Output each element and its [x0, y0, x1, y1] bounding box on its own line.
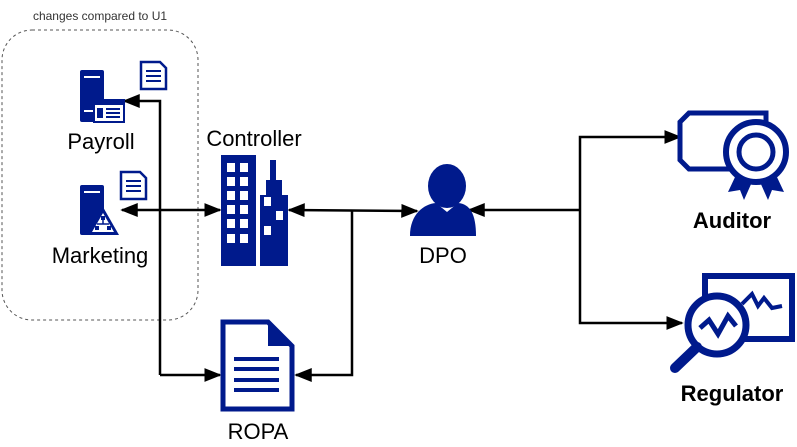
document-icon: [220, 319, 295, 412]
server-icon: [80, 70, 125, 123]
group-note: changes compared to U1: [33, 9, 167, 23]
edge-ropa-payroll: [122, 94, 162, 375]
marketing-label: Marketing: [52, 243, 149, 268]
dpo-label: DPO: [419, 243, 467, 268]
controller-label: Controller: [206, 126, 301, 151]
ropa-label: ROPA: [228, 419, 289, 444]
auditor-label: Auditor: [693, 208, 772, 233]
payroll-label: Payroll: [67, 129, 134, 154]
magnifier-chart-icon: [670, 273, 795, 373]
certificate-icon: [677, 110, 789, 200]
regulator-label: Regulator: [681, 381, 784, 406]
person-icon: [410, 164, 476, 236]
edge-to-auditor: [578, 130, 682, 210]
connectors: [120, 94, 684, 382]
edge-controller-dpo: [287, 203, 419, 218]
building-icon: [221, 155, 288, 266]
edge-dpo-ropa: [294, 211, 354, 382]
server-icon: [80, 185, 119, 235]
edge-to-regulator: [578, 210, 684, 330]
document-icon: [139, 60, 168, 91]
document-icon: [119, 170, 148, 201]
change-group-box: [1, 29, 199, 321]
